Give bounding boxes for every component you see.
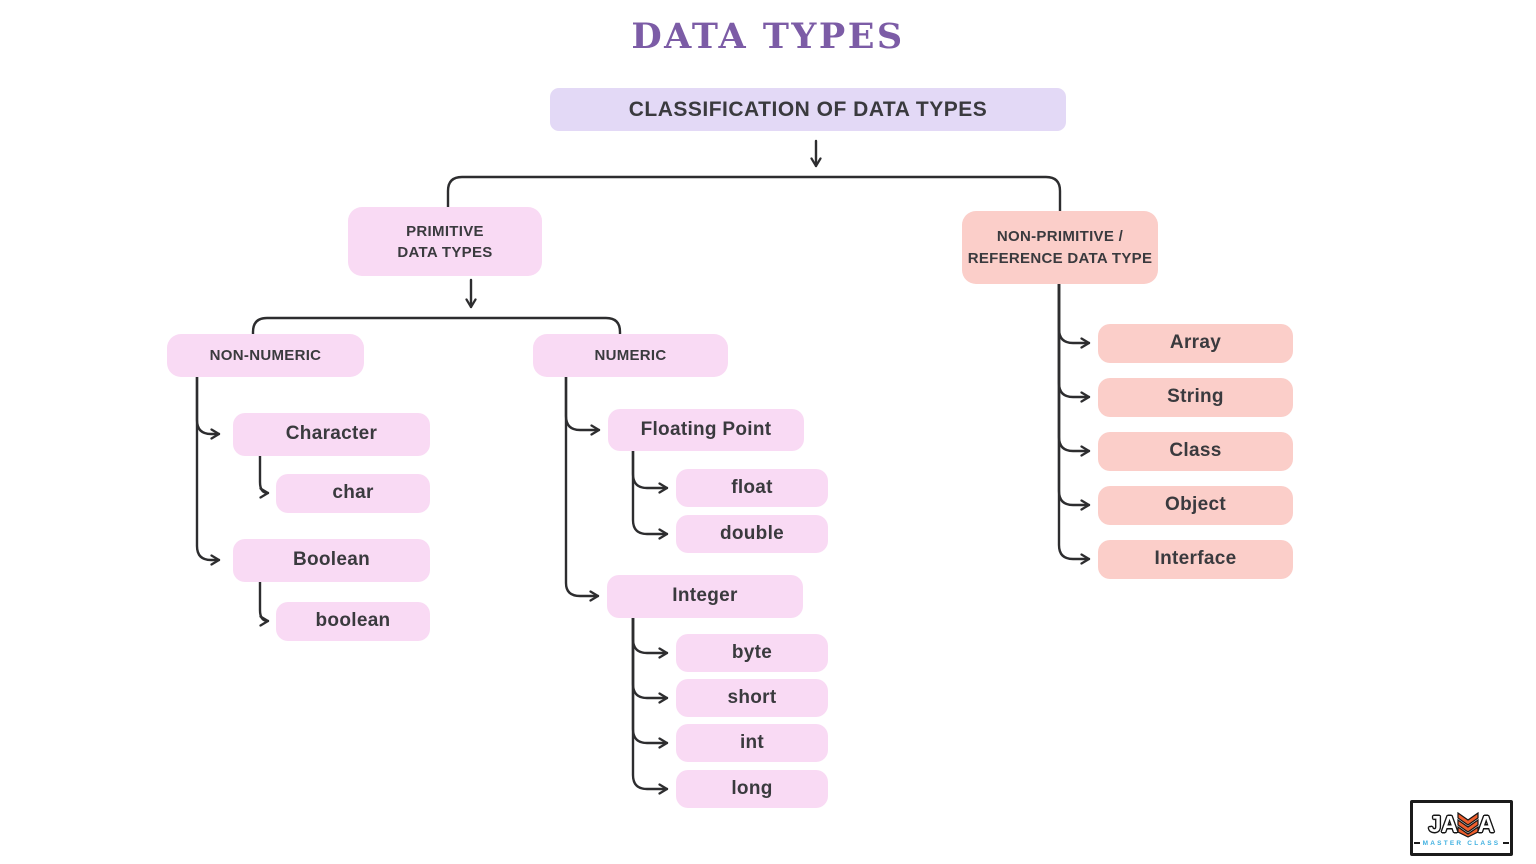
connector-to-boolean xyxy=(195,375,221,566)
java-masterclass-logo: JA A MASTER CLASS xyxy=(1410,800,1513,856)
node-floating-point: Floating Point xyxy=(608,409,804,451)
node-boolean-primitive: boolean xyxy=(276,602,430,641)
chevron-down-stack-icon xyxy=(1457,811,1479,838)
connector-to-short xyxy=(631,616,669,704)
logo-tagline-text: MASTER CLASS xyxy=(1422,839,1501,847)
node-non-numeric: NON-NUMERIC xyxy=(167,334,364,377)
node-classification: CLASSIFICATION OF DATA TYPES xyxy=(550,88,1066,131)
node-byte: byte xyxy=(676,634,828,672)
connector-to-floating-point xyxy=(564,375,601,436)
node-int: int xyxy=(676,724,828,762)
node-array: Array xyxy=(1098,324,1293,363)
node-class: Class xyxy=(1098,432,1293,471)
connector-to-class xyxy=(1057,282,1091,457)
node-numeric: NUMERIC xyxy=(533,334,728,377)
connector-top-split xyxy=(446,175,1062,213)
connector-to-boolean-primitive xyxy=(258,580,270,627)
page-title: DATA TYPES xyxy=(631,16,905,57)
connector-to-integer xyxy=(564,375,600,602)
connector-to-long xyxy=(631,616,669,795)
node-boolean: Boolean xyxy=(233,539,430,582)
node-character: Character xyxy=(233,413,430,456)
node-float: float xyxy=(676,469,828,507)
logo-brand-suffix: A xyxy=(1477,811,1495,837)
node-integer: Integer xyxy=(607,575,803,618)
logo-tagline: MASTER CLASS xyxy=(1414,840,1510,847)
logo-brand-text: JA A xyxy=(1428,811,1495,838)
connector-to-character xyxy=(195,375,221,440)
node-interface: Interface xyxy=(1098,540,1293,579)
logo-brand-prefix: JA xyxy=(1428,811,1458,837)
node-long: long xyxy=(676,770,828,808)
connector-to-byte xyxy=(631,616,669,659)
connector-to-char xyxy=(258,454,270,499)
connector-to-double xyxy=(631,449,669,540)
connector-to-float xyxy=(631,449,669,494)
connector-to-array xyxy=(1057,282,1091,349)
node-double: double xyxy=(676,515,828,553)
node-char: char xyxy=(276,474,430,513)
node-object: Object xyxy=(1098,486,1293,525)
node-short: short xyxy=(676,679,828,717)
node-string: String xyxy=(1098,378,1293,417)
connector-primitive-split xyxy=(251,316,622,336)
node-primitive-data-types: PRIMITIVE DATA TYPES xyxy=(348,207,542,276)
connector-to-int xyxy=(631,616,669,749)
connector-to-interface xyxy=(1057,282,1091,565)
node-non-primitive-data-type: NON-PRIMITIVE / REFERENCE DATA TYPE xyxy=(962,211,1158,284)
